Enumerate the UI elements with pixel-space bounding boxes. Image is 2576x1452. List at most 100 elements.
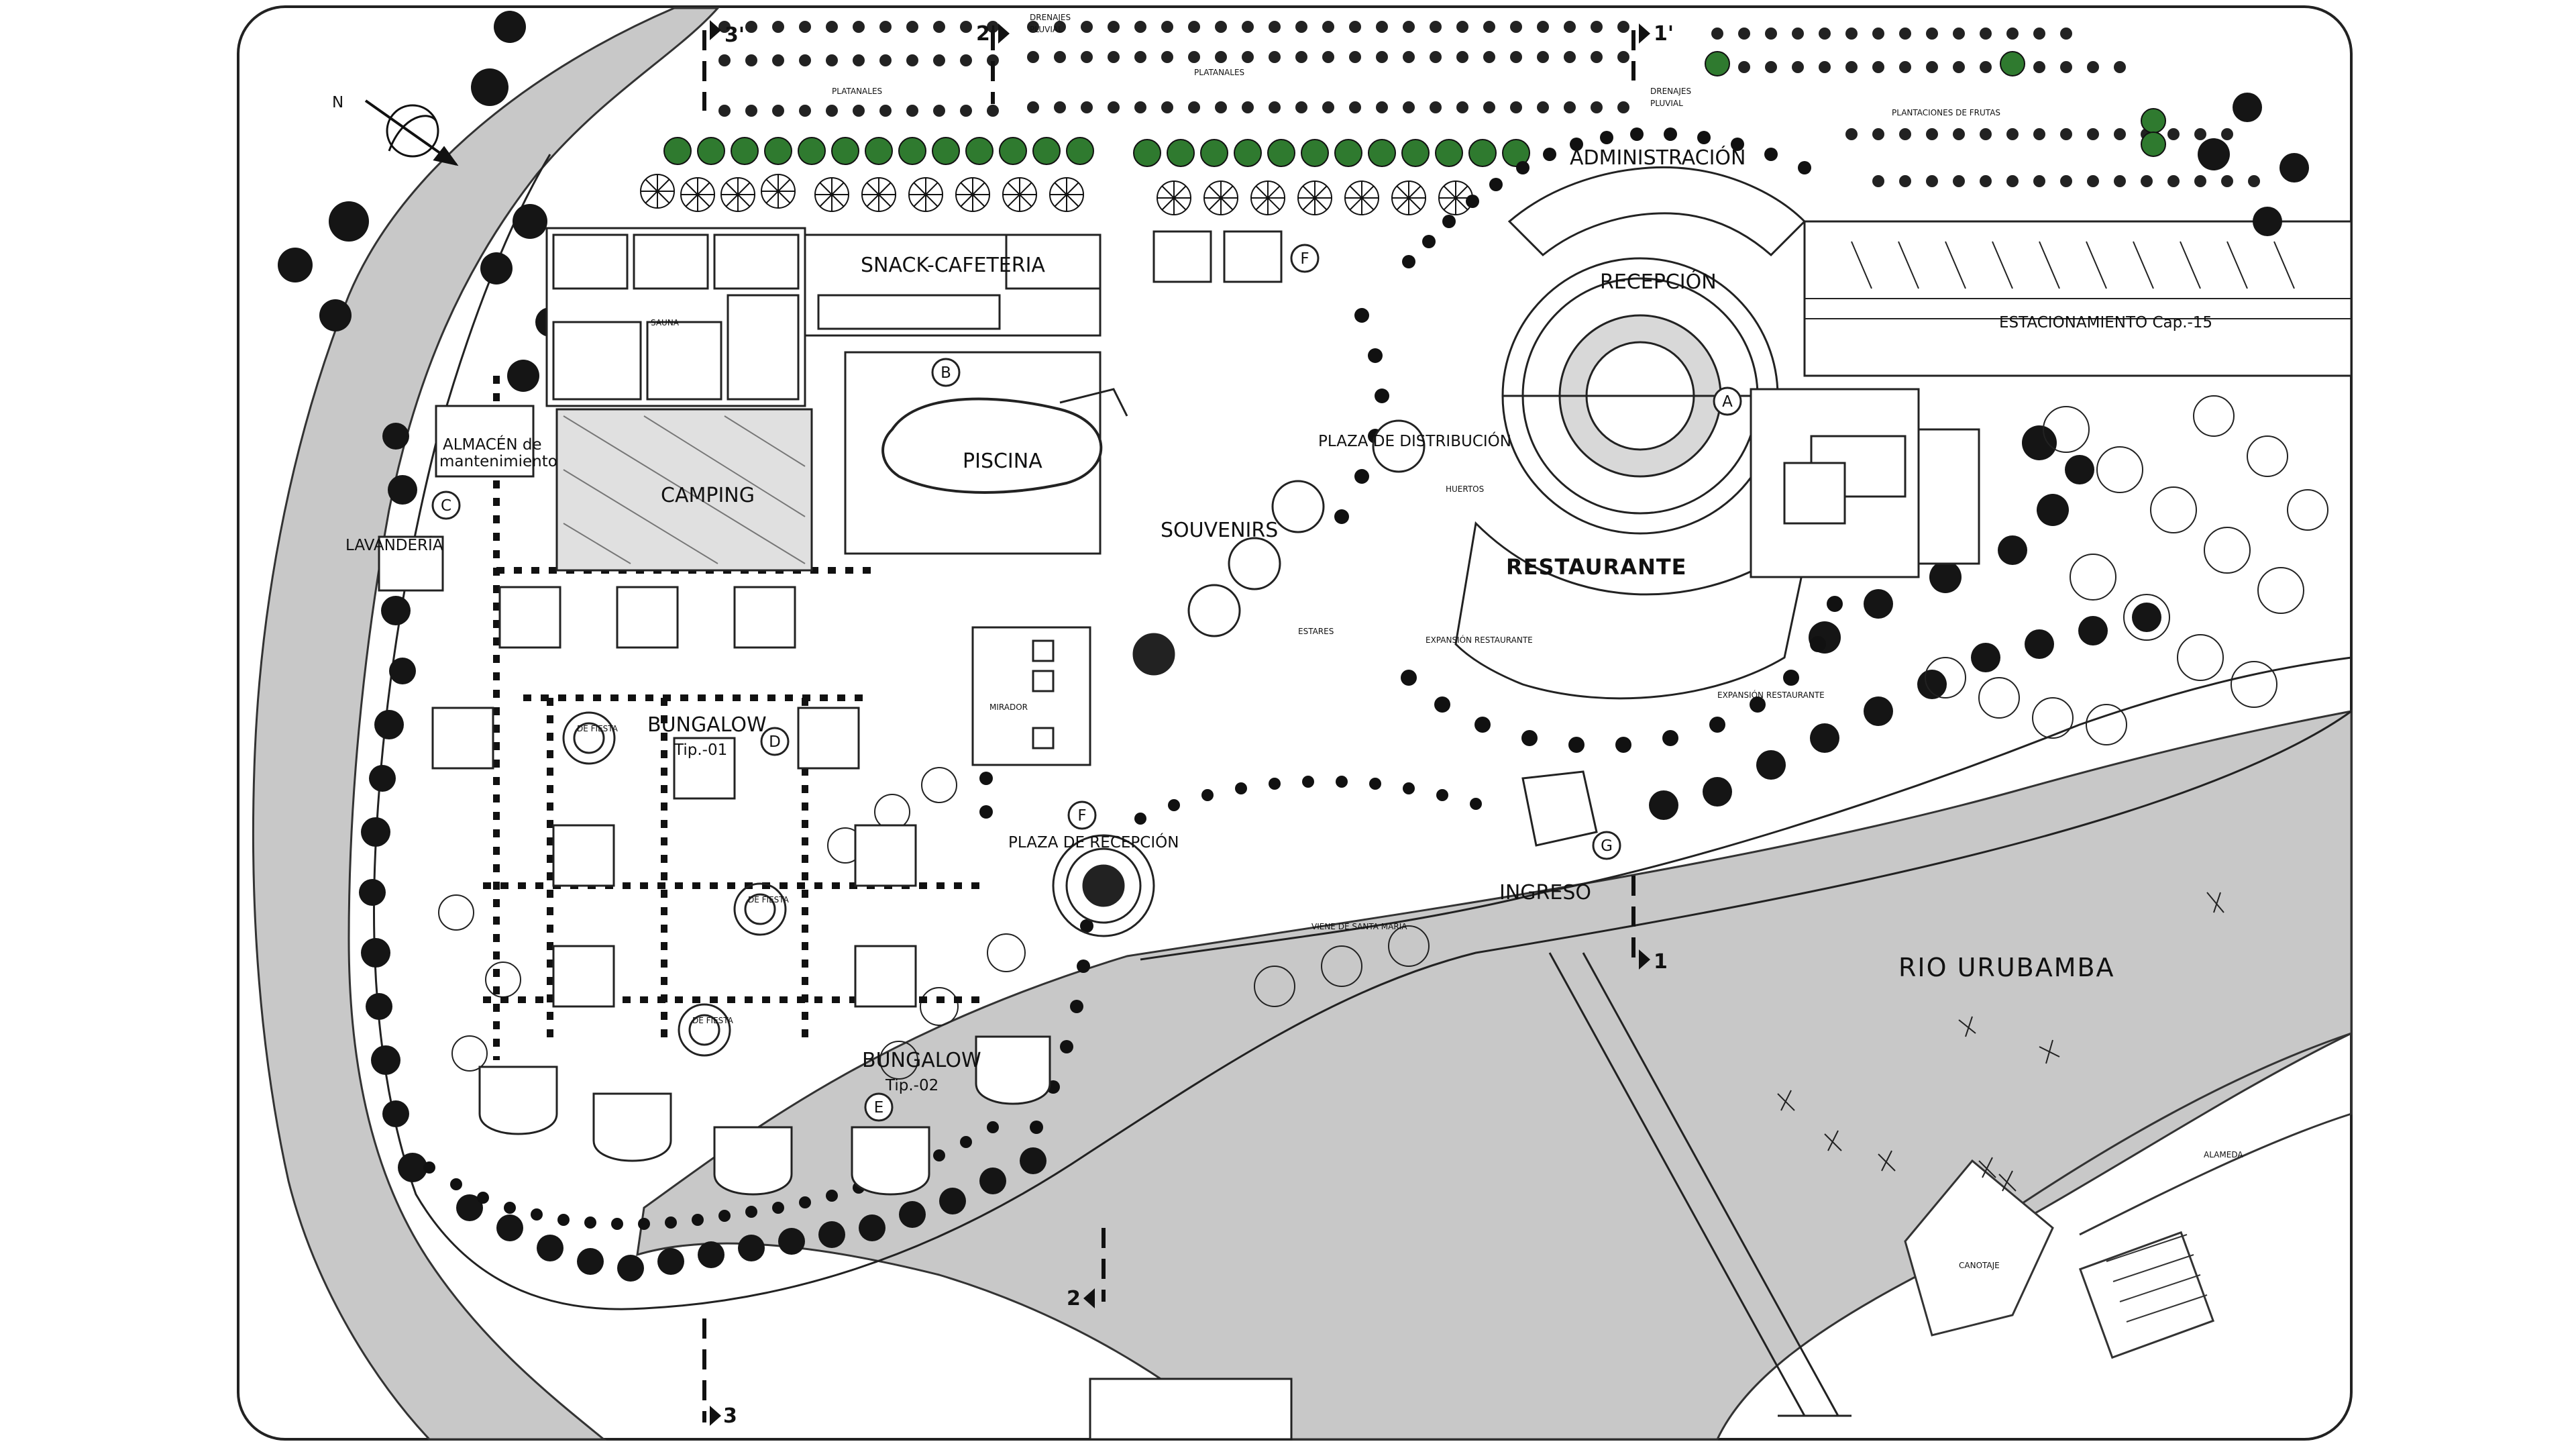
label-plaza-small-2: DE FIESTA [748,895,790,904]
label-souvenirs: SOUVENIRS [1161,519,1278,542]
label-restaurante: RESTAURANTE [1506,554,1687,580]
camping-zone [555,408,813,572]
marker-letter-e: E [874,1099,884,1117]
recepcion-rotunda [1501,257,1779,535]
marker-letter-b: B [941,364,951,382]
label-sauna: SAUNA [651,318,680,327]
label-estares: ESTARES [1298,627,1334,636]
label-platanales-b: PLATANALES [1194,68,1244,77]
marker-b [931,358,961,387]
marker-letters: A B C D E F F G [441,250,1733,1117]
label-camping: CAMPING [661,484,755,507]
label-almacen-2: mantenimiento [439,453,557,470]
marker-c [431,490,461,520]
label-ingreso: INGRESO [1499,881,1591,904]
label-rio: RIO URUBAMBA [1898,953,2115,982]
label-plaza-small-1: DE FIESTA [577,724,619,733]
label-piscina: PISCINA [963,450,1042,473]
location-markers [431,244,1742,1122]
map-labels: ADMINISTRACIÓN RECEPCIÓN ESTACIONAMIENTO… [332,13,2243,1270]
snack-cafeteria-building [804,234,1102,337]
label-drenajes-a1: DRENAJES [1030,13,1071,22]
label-drenajes-b1: DRENAJES [1650,87,1691,96]
label-almacen-1: ALMACÉN de [443,435,542,454]
marker-g [1592,831,1621,860]
marker-a [1713,386,1742,416]
label-mirador: MIRADOR [989,703,1028,712]
palm-row [640,174,1473,215]
office-block [1750,388,1980,578]
label-plaza-small-3: DE FIESTA [692,1016,734,1025]
hedge-top-arc [1402,127,1811,268]
outline-trees [438,395,2328,1080]
label-huertos: HUERTOS [1446,484,1484,494]
pavilions [1152,230,1283,283]
label-north: N [332,94,343,111]
administracion-building [1507,166,1807,257]
marker-letter-g: G [1601,837,1613,855]
pool-complex [844,351,1128,555]
platanales-center [1027,21,1629,113]
tree-clusters [278,11,2309,1282]
bungalows [431,586,1051,1196]
label-bungalow2-tipo: Tip.-02 [885,1077,938,1094]
plantation-rows [718,21,2260,187]
marker-e [864,1092,894,1122]
hedge-bottom [423,1121,999,1230]
plaza-recepcion-circle [1052,834,1155,937]
marker-letter-d: D [769,733,781,751]
section-3-top: 3' [724,23,745,47]
hedge-ingreso-arc [1134,776,1482,825]
bridge [1548,952,1851,1417]
section-3-bottom: 3 [723,1404,737,1428]
label-platanales-a: PLATANALES [832,87,882,96]
label-bungalow1: BUNGALOW [647,713,767,737]
souvenir-pavilions [1132,419,1426,676]
platanales-left [718,21,999,117]
label-lavanderia: LAVANDERÍA [345,535,443,554]
label-bungalow2: BUNGALOW [862,1049,981,1072]
bottom-block [1089,1378,1293,1441]
marker-letter-f1: F [1300,250,1309,268]
section-arrows [710,20,1650,1426]
marker-f2 [1067,800,1097,830]
label-alameda: ALAMEDA [2204,1150,2243,1159]
label-viene: VIENE DE SANTA MARÍA [1311,921,1407,931]
left-river [252,7,720,1441]
marker-letter-f2: F [1077,807,1086,825]
service-building [545,227,806,407]
parking-stalls [1805,241,2351,319]
label-recepcion: RECEPCIÓN [1600,269,1717,294]
canotaje-dock [1904,1159,2215,1359]
section-2-top: 2' [976,22,996,46]
label-plantaciones: PLANTACIONES DE FRUTAS [1892,108,2000,117]
alameda-bank [1985,1031,2353,1236]
label-plaza-recepcion: PLAZA DE RECEPCIÓN [1008,833,1179,851]
label-plaza-distribucion: PLAZA DE DISTRIBUCIÓN [1318,431,1511,450]
label-canotaje: CANOTAJE [1959,1261,2000,1270]
ingreso-building [1521,770,1598,847]
small-service-buildings [378,405,535,592]
mirador-building [971,626,1091,766]
label-drenajes-a2: PLUVIAL [1030,25,1063,34]
marker-f1 [1290,244,1320,273]
label-estacionamiento: ESTACIONAMIENTO Cap.-15 [1999,314,2212,331]
marker-letter-c: C [441,497,451,515]
label-expansion-1: EXPANSIÓN RESTAURANTE [1426,635,1533,645]
section-lines [702,30,1635,1422]
north-arrow-icon [364,99,459,166]
boat-icons [1777,892,2224,1192]
marker-letter-a: A [1722,393,1733,411]
green-tree-row [663,51,2166,167]
section-1-top: 1' [1654,22,1674,46]
section-1-bottom: 1 [1654,950,1668,974]
section-labels: 3' 3 2' 2 1' 1 [723,22,1674,1428]
marker-d [760,727,790,756]
label-expansion-2: EXPANSIÓN RESTAURANTE [1717,690,1825,700]
label-drenajes-b2: PLUVIAL [1650,99,1683,108]
small-plazas [562,711,787,1057]
label-bungalow1-tipo: Tip.-01 [674,741,727,759]
label-administracion: ADMINISTRACIÓN [1570,145,1746,170]
